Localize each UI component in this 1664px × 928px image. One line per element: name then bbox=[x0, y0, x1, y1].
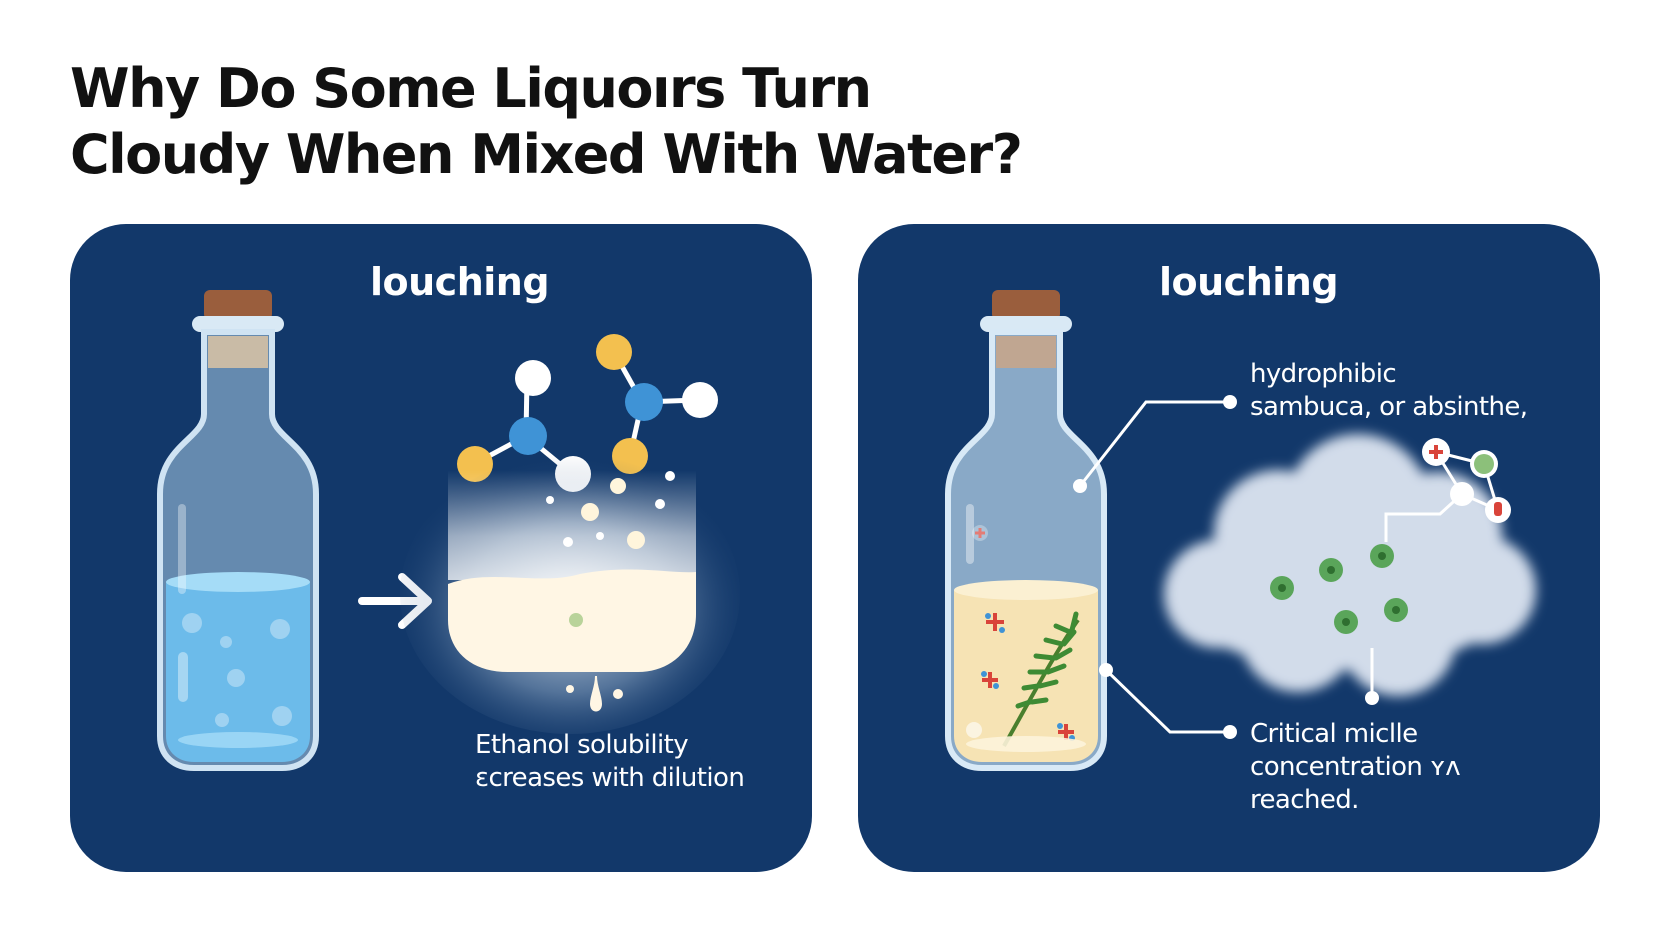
cmc-label-line-2: concentration ʏʌ bbox=[1250, 752, 1461, 782]
critical-micelle-callout-label: Critical miclle concentration ʏʌ reached… bbox=[1250, 718, 1461, 817]
hydrophobic-label-line-1: hydrophibic bbox=[1250, 359, 1397, 389]
panel-anise-liqueur-illustration bbox=[945, 290, 1536, 771]
ethanol-caption-line-2: ɛcreases with dilution bbox=[475, 763, 745, 793]
title-line-2: Cloudy When Mixed With Water? bbox=[70, 123, 1023, 186]
title-line-1: Why Do Some Liquoırs Turn bbox=[70, 57, 872, 120]
cloudy-emulsion-icon bbox=[400, 454, 740, 734]
page-title: Why Do Some Liquoırs Turn Cloudy When Mi… bbox=[70, 56, 1070, 188]
panel-clear-liquor-heading: louching bbox=[370, 260, 550, 304]
ethanol-solubility-caption: Ethanol solubility ɛcreases with dilutio… bbox=[475, 729, 745, 795]
panel-anise-liqueur-heading: louching bbox=[1159, 260, 1339, 304]
panel-clear-liquor-illustration bbox=[157, 290, 740, 771]
bottle-anise-liqueur-icon bbox=[945, 290, 1107, 771]
panel-anise-liqueur: louching hydrophibic sambuca, or absinth… bbox=[858, 224, 1600, 872]
cmc-label-line-1: Critical miclle bbox=[1250, 719, 1418, 749]
micelle-cloud-icon bbox=[1164, 434, 1536, 705]
bottle-clear-water-icon bbox=[157, 290, 319, 771]
botanical-particle-icon bbox=[966, 613, 1075, 741]
cmc-label-line-3: reached. bbox=[1250, 785, 1359, 815]
ethanol-caption-line-1: Ethanol solubility bbox=[475, 730, 689, 760]
callout-lines bbox=[1073, 395, 1237, 739]
panel-clear-liquor: louching Ethanol solubility ɛcreases wit… bbox=[70, 224, 812, 872]
hydrophobic-callout-label: hydrophibic sambuca, or absinthe, bbox=[1250, 358, 1528, 424]
herb-sprig-icon bbox=[1002, 611, 1080, 747]
hydrophobic-label-line-2: sambuca, or absinthe, bbox=[1250, 392, 1528, 422]
